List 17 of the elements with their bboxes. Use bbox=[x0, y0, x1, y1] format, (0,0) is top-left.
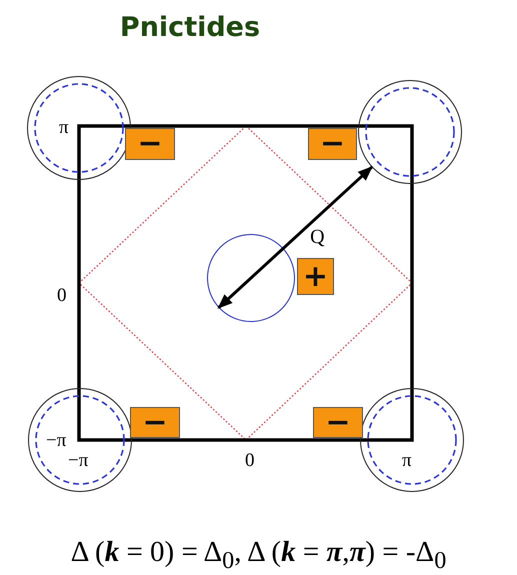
title: Pnictides bbox=[118, 12, 262, 43]
sign-box: − bbox=[308, 128, 357, 160]
axis-tick-label: −π bbox=[68, 451, 88, 470]
gap-formula: Δ (k = 0) = Δ$_{0}$, Δ (k = π,π) = -Δ$_{0}$ bbox=[70, 535, 448, 575]
axis-tick-label: 0 bbox=[245, 451, 254, 470]
fermi-pocket-circle bbox=[358, 80, 462, 184]
fermi-pocket-circle bbox=[207, 234, 295, 322]
axis-tick-label: 0 bbox=[57, 286, 66, 305]
sign-box: − bbox=[125, 128, 175, 160]
edge-label: Q bbox=[309, 227, 326, 248]
sign-box: − bbox=[313, 407, 363, 438]
sign-box: + bbox=[297, 258, 334, 295]
sign-box: − bbox=[130, 407, 180, 438]
double-arrow bbox=[217, 166, 373, 309]
axis-tick-label: −π bbox=[46, 431, 66, 450]
axis-tick-label: π bbox=[402, 451, 412, 470]
axis-tick-label: π bbox=[59, 118, 69, 137]
